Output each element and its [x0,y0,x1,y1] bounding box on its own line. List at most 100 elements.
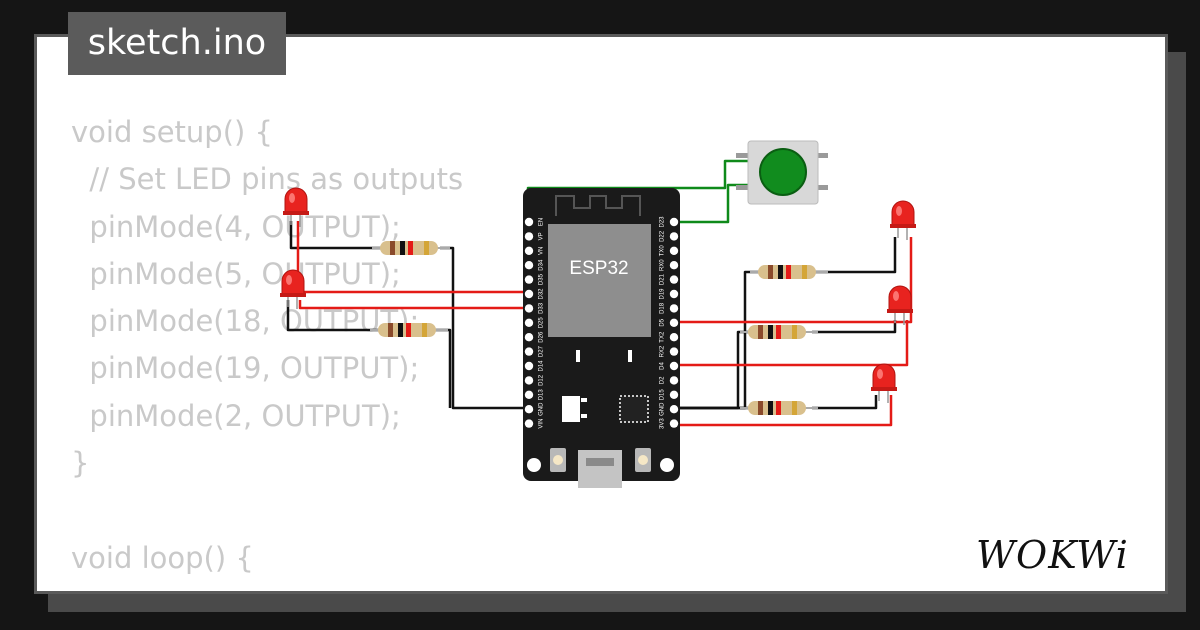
pin-gnd[interactable] [669,405,679,414]
pin-d27[interactable] [524,347,534,356]
pin-label: RX2 [660,345,666,357]
led-red[interactable] [890,200,916,240]
led-red[interactable] [887,285,913,325]
pin-label: D27 [539,345,545,357]
pin-d25[interactable] [524,318,534,327]
code-line: void loop() { [71,540,254,575]
mount-hole [527,458,541,472]
wire-red-right-3 [674,365,893,427]
wire-red-right-1 [676,237,913,324]
pin-rx2[interactable] [669,347,679,356]
pin-d23[interactable] [669,217,679,227]
wire-green-d23 [674,183,748,224]
pin-d5[interactable] [669,318,679,327]
logo-text: WOKWi [976,533,1129,577]
pin-d14[interactable] [524,361,534,371]
led-red[interactable] [871,363,897,403]
pin-d4[interactable] [669,361,679,371]
led-red[interactable] [283,187,309,227]
pin-d15[interactable] [669,390,679,399]
resistor[interactable] [372,241,450,255]
wire-black-r2 [812,320,897,334]
pin-label: D18 [660,302,666,314]
code-line: // Set LED pins as outputs [71,162,464,197]
pin-vp[interactable] [524,232,534,241]
pin-label: TX0 [660,245,666,257]
usb-port[interactable] [578,450,622,488]
pin-en[interactable] [524,217,534,227]
pin-d22[interactable] [669,232,679,241]
module-pads [576,350,632,362]
pin-label: D26 [539,331,545,343]
resistor[interactable] [740,325,818,339]
wire-black-left-2 [286,300,380,332]
sketch-filename-tab[interactable]: sketch.ino [68,12,286,75]
pin-label: D14 [539,360,545,372]
led-red[interactable] [280,269,306,309]
pin-label: D23 [660,216,666,228]
pin-label: D22 [660,230,666,242]
push-button[interactable] [736,140,828,205]
pin-d12[interactable] [524,376,534,385]
pin-label: GND [660,402,666,416]
wire-black-right-gnd [676,270,762,410]
pin-d13[interactable] [524,390,534,399]
usb-chip [619,395,649,423]
pin-label: D21 [660,273,666,285]
pin-label: VP [539,232,545,240]
pin-vin[interactable] [524,419,534,428]
resistor[interactable] [370,323,448,337]
pin-label: D2 [660,376,666,384]
mount-hole [660,458,674,472]
pin-label: TX2 [660,331,666,343]
wokwi-logo: WOKWi [976,533,1129,577]
pin-d33[interactable] [524,304,534,313]
wire-red-right-2 [676,320,909,367]
pin-label: D32 [539,288,545,300]
wire-black-right-gnd-2 [676,330,752,410]
pin-label: GND [539,402,545,416]
code-line: void setup() { [71,115,273,149]
pin-label: VIN [539,419,545,429]
pin-tx2[interactable] [669,333,679,342]
code-preview: void setup() { // Set LED pins as output… [71,109,464,591]
code-line: pinMode(2, OUTPUT); [71,398,401,433]
pin-label: VN [539,247,545,255]
pin-label: D25 [539,317,545,329]
pin-label: D5 [660,318,666,326]
esp32-board[interactable]: ESP32 ENVPVND34D35D32D33D25D26D27D14D12D… [523,188,680,488]
pin-d19[interactable] [669,289,679,299]
code-line: pinMode(19, OUTPUT); [71,351,420,386]
wire-black-left-gnd-2 [430,328,452,408]
pin-label: D33 [539,302,545,314]
pin-gnd[interactable] [524,405,534,414]
pin-label: EN [539,218,545,226]
pin-d32[interactable] [524,289,534,299]
resistor[interactable] [750,265,828,279]
code-line: // Blink LED 1 [71,582,463,591]
pin-vn[interactable] [524,246,534,255]
pin-label: D13 [539,389,545,401]
pin-d21[interactable] [669,275,679,284]
code-line: } [71,446,90,481]
pin-label: RX0 [660,259,666,271]
pin-label: D19 [660,288,666,300]
pin-d18[interactable] [669,304,679,313]
pin-d35[interactable] [524,275,534,284]
pin-3v3[interactable] [669,419,679,428]
pin-rx0[interactable] [669,261,679,270]
code-line: pinMode(4, OUTPUT); [71,209,401,244]
pin-d26[interactable] [524,333,534,342]
pin-label: D12 [539,374,545,386]
pin-d2[interactable] [669,376,679,385]
pin-tx0[interactable] [669,246,679,255]
wire-black-left-gnd [440,246,530,410]
pin-label: D15 [660,389,666,401]
resistor[interactable] [740,401,818,415]
pin-label: D34 [539,259,545,271]
board-label: ESP32 [569,258,628,279]
pin-d34[interactable] [524,261,534,270]
pin-label: 3V3 [660,418,666,429]
wire-black-r3 [812,395,878,410]
